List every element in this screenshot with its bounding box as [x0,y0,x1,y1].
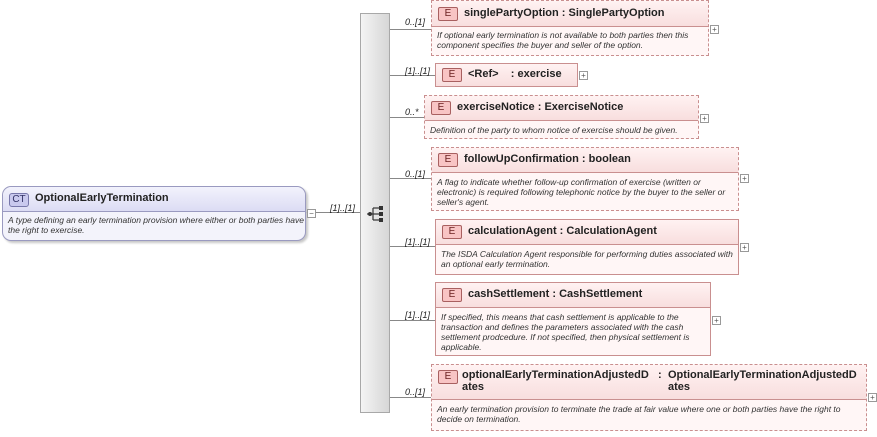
complex-type-box[interactable]: CT OptionalEarlyTermination A type defin… [2,186,306,241]
branch-connector-5 [390,246,435,247]
branch-connector-6 [390,320,435,321]
element-description: An early termination provision to termin… [437,404,841,424]
branch-connector-3 [390,117,424,118]
branch-connector-2 [390,75,435,76]
element-name: singlePartyOption : SinglePartyOption [464,7,665,19]
cardinality-label: [1]..[1] [405,310,431,320]
cardinality-label: [1]..[1] [405,237,431,247]
collapse-toggle[interactable]: − [307,209,316,218]
element-description: If specified, this means that cash settl… [441,312,690,352]
expand-toggle[interactable]: + [579,71,588,80]
root-cardinality: [1]..[1] [330,203,356,213]
element-box-calculationAgent[interactable]: E calculationAgent : CalculationAgent Th… [435,219,739,275]
element-box-exerciseNotice[interactable]: E exerciseNotice : ExerciseNotice Defini… [424,95,699,139]
cardinality-label: 0..[1] [405,387,426,397]
sequence-compositor[interactable] [360,13,390,413]
expand-toggle[interactable]: + [868,393,877,402]
element-name: <Ref> : exercise [468,68,562,80]
expand-toggle[interactable]: + [740,243,749,252]
element-name: followUpConfirmation : boolean [464,153,631,165]
sequence-icon [367,206,383,222]
element-description: If optional early termination is not ava… [437,30,689,50]
element-badge: E [442,68,462,82]
element-description: Definition of the party to whom notice o… [430,125,678,135]
element-badge: E [442,225,462,239]
branch-connector-7 [390,397,431,398]
expand-toggle[interactable]: + [700,114,709,123]
complex-type-badge: CT [9,193,29,207]
element-name: calculationAgent : CalculationAgent [468,225,657,237]
element-description: A flag to indicate whether follow-up con… [437,177,726,207]
complex-type-description: A type defining an early termination pro… [8,215,304,235]
element-badge: E [438,153,458,167]
expand-toggle[interactable]: + [740,174,749,183]
element-badge: E [431,101,451,115]
expand-toggle[interactable]: + [712,316,721,325]
complex-type-header: CT OptionalEarlyTermination [3,187,305,212]
cardinality-label: 0..[1] [405,17,426,27]
element-name: exerciseNotice : ExerciseNotice [457,101,624,113]
element-box-singlePartyOption[interactable]: E singlePartyOption : SinglePartyOption … [431,0,709,56]
element-type-separator: : [658,369,662,381]
element-box-followUpConfirmation[interactable]: E followUpConfirmation : boolean A flag … [431,147,739,211]
cardinality-label: 0..* [405,107,419,117]
element-badge: E [442,288,462,302]
element-badge: E [438,370,458,384]
expand-toggle[interactable]: + [710,25,719,34]
element-box-cashSettlement[interactable]: E cashSettlement : CashSettlement If spe… [435,282,711,356]
root-connector [306,212,360,213]
cardinality-label: 0..[1] [405,169,426,179]
element-box-exercise[interactable]: E <Ref> : exercise [435,63,578,87]
complex-type-name: OptionalEarlyTermination [35,192,169,204]
branch-connector-1 [390,29,431,30]
element-description: The ISDA Calculation Agent responsible f… [441,249,733,269]
branch-connector-4 [390,178,431,179]
cardinality-label: [1]..[1] [405,66,431,76]
element-badge: E [438,7,458,21]
element-name: cashSettlement : CashSettlement [468,288,643,300]
